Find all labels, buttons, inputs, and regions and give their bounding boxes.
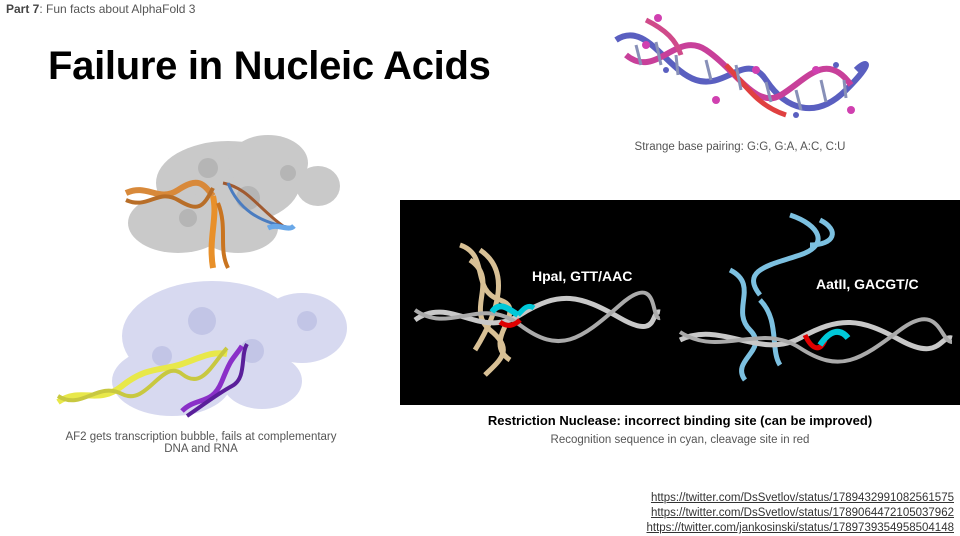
breadcrumb-subtitle: : Fun facts about AlphaFold 3 (39, 2, 196, 16)
nuclease-caption-title: Restriction Nuclease: incorrect binding … (487, 413, 873, 428)
af2-caption: AF2 gets transcription bubble, fails at … (48, 431, 354, 455)
rna-structure-image (606, 10, 874, 138)
base-pairing-caption: Strange base pairing: G:G, G:A, A:C, C:U (634, 141, 846, 153)
reference-link-3[interactable]: https://twitter.com/jankosinski/status/1… (646, 522, 954, 534)
breadcrumb-part: Part 7 (6, 2, 40, 16)
af2-caption-line1: AF2 gets transcription bubble, fails at … (65, 431, 337, 443)
hpai-label: HpaI, GTT/AAC (532, 268, 633, 284)
af2-caption-line2: DNA and RNA (164, 443, 238, 455)
slide-title: Failure in Nucleic Acids (48, 44, 491, 88)
reference-link-1[interactable]: https://twitter.com/DsSvetlov/status/178… (650, 492, 954, 504)
nuclease-caption-sub: Recognition sequence in cyan, cleavage s… (550, 434, 810, 446)
reference-links: https://twitter.com/DsSvetlov/status/178… (646, 491, 954, 536)
aatii-label: AatII, GACGT/C (816, 276, 919, 292)
nuclease-panel: HpaI, GTT/AAC AatII, GACGT/C (400, 200, 960, 405)
af2-prediction-image (52, 276, 352, 424)
transcription-complex-image (118, 128, 348, 274)
reference-link-2[interactable]: https://twitter.com/DsSvetlov/status/178… (650, 507, 954, 519)
breadcrumb: Part 7: Fun facts about AlphaFold 3 (6, 2, 195, 16)
nuclease-structures (413, 212, 953, 382)
